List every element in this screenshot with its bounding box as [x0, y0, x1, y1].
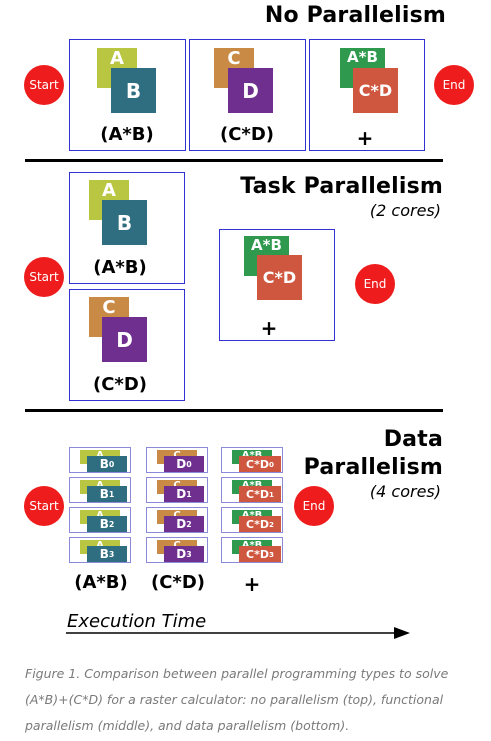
task-parallelism-cores: (2 cores)	[369, 201, 441, 220]
execution-time-arrow	[66, 627, 410, 639]
chunk-box-ab-3: A B3	[69, 537, 131, 563]
no-parallelism-title: No Parallelism	[264, 3, 446, 28]
operation-label-cd: (C*D)	[92, 374, 148, 395]
section-divider-2	[25, 409, 443, 412]
chunk-box-sum-0: A*B C*D0	[221, 447, 283, 473]
chunk-box-sum-2: A*B C*D2	[221, 507, 283, 533]
operation-label-cd: (C*D)	[219, 124, 275, 145]
operation-label-cd: (C*D)	[150, 572, 206, 593]
chunk-box-sum-3: A*B C*D3	[221, 537, 283, 563]
section-divider-1	[25, 159, 443, 162]
chunk-box-ab-2: A B2	[69, 507, 131, 533]
start-node: Start	[24, 65, 64, 105]
step-box-cd: C D (C*D)	[189, 39, 306, 151]
raster-cd-block: C*D	[257, 255, 302, 300]
execution-time-label: Execution Time	[67, 611, 207, 632]
chunk-box-sum-1: A*B C*D1	[221, 477, 283, 503]
operation-label-ab: (A*B)	[100, 124, 154, 145]
chunk-box-cd-0: C D0	[146, 447, 208, 473]
raster-cd-block: C*D	[353, 68, 398, 113]
raster-d-block: D	[228, 68, 273, 113]
chunk-box-ab-0: A B0	[69, 447, 131, 473]
end-node: End	[294, 486, 334, 526]
raster-b-block: B	[111, 68, 156, 113]
start-node: Start	[24, 257, 64, 297]
chunk-box-cd-1: C D1	[146, 477, 208, 503]
chunk-box-cd-2: C D2	[146, 507, 208, 533]
end-node: End	[355, 264, 395, 304]
end-node: End	[434, 65, 474, 105]
data-parallelism-title-line1: Data	[383, 427, 443, 452]
step-box-sum: A*B C*D +	[309, 39, 425, 151]
operation-label-ab: (A*B)	[74, 572, 128, 593]
operation-label-plus: +	[260, 316, 278, 340]
figure-caption: Figure 1. Comparison between parallel pr…	[25, 666, 449, 733]
data-parallelism-title-line2: Parallelism	[303, 455, 443, 480]
step-box-ab: A B (A*B)	[69, 39, 186, 151]
task-box-cd: C D (C*D)	[69, 289, 185, 401]
operation-label-plus: +	[356, 126, 374, 150]
task-box-sum: A*B C*D +	[219, 229, 335, 341]
raster-b-block: B	[102, 200, 147, 245]
start-node: Start	[24, 486, 64, 526]
chunk-box-cd-3: C D3	[146, 537, 208, 563]
raster-d-block: D	[102, 317, 147, 362]
task-parallelism-title: Task Parallelism	[240, 174, 443, 199]
chunk-box-ab-1: A B1	[69, 477, 131, 503]
operation-label-ab: (A*B)	[93, 257, 147, 278]
task-box-ab: A B (A*B)	[69, 172, 185, 284]
data-parallelism-cores: (4 cores)	[369, 482, 441, 501]
operation-label-plus: +	[243, 572, 261, 596]
